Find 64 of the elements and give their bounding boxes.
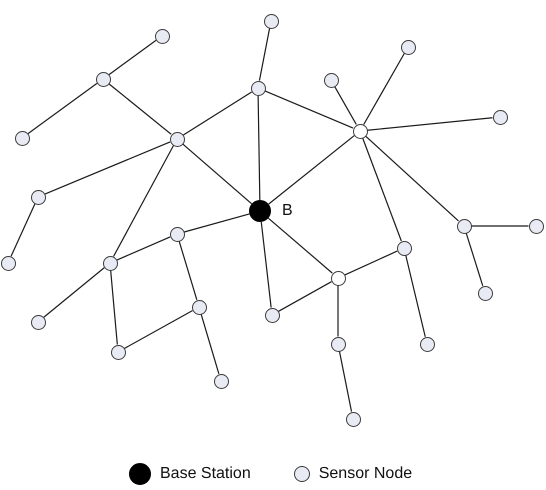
connection-line bbox=[28, 82, 98, 134]
node-label: B bbox=[282, 202, 293, 220]
connection-line bbox=[260, 222, 272, 308]
sensor-node bbox=[492, 110, 508, 124]
sensor-node bbox=[170, 132, 184, 146]
sensor-node bbox=[110, 344, 126, 360]
connection-line bbox=[258, 95, 260, 200]
sensor-node bbox=[170, 226, 184, 242]
connection-line bbox=[268, 135, 355, 205]
connection-line bbox=[466, 232, 484, 286]
sensor-node bbox=[30, 190, 46, 204]
sensor-node bbox=[330, 270, 346, 286]
connection-line bbox=[108, 40, 156, 76]
connection-line bbox=[472, 225, 528, 227]
sensor-node bbox=[96, 72, 110, 86]
connection-line bbox=[405, 255, 426, 337]
sensor-node bbox=[0, 256, 16, 270]
connection-line bbox=[200, 314, 220, 374]
sensor-node bbox=[264, 14, 278, 28]
connection-line bbox=[344, 250, 398, 276]
sensor-node bbox=[478, 286, 492, 300]
sensor-node bbox=[14, 130, 30, 146]
sensor-node bbox=[396, 240, 412, 256]
sensor-node bbox=[420, 336, 434, 352]
connection-line bbox=[362, 138, 402, 242]
connection-line bbox=[110, 270, 118, 345]
connection-line bbox=[43, 267, 105, 318]
connection-line bbox=[116, 236, 170, 261]
base-station-node bbox=[249, 200, 271, 222]
connection-line bbox=[365, 136, 459, 222]
legend-label: Base Station bbox=[160, 465, 251, 483]
connection-line bbox=[363, 53, 405, 125]
sensor-node bbox=[192, 300, 206, 314]
sensor-node bbox=[214, 374, 228, 388]
sensor-node bbox=[400, 40, 416, 54]
sensor-node bbox=[346, 412, 360, 426]
sensor-node bbox=[330, 336, 346, 352]
sensor-node bbox=[264, 308, 280, 322]
connection-line bbox=[334, 86, 357, 125]
connection-line bbox=[108, 83, 172, 135]
sensor-node bbox=[352, 124, 368, 138]
connection-line bbox=[264, 90, 354, 129]
connection-line bbox=[44, 141, 170, 195]
connection-line bbox=[338, 351, 352, 412]
connection-line bbox=[367, 117, 493, 131]
connection-line bbox=[113, 145, 174, 257]
connection-line bbox=[124, 310, 193, 349]
connection-line bbox=[184, 213, 250, 233]
sensor-node bbox=[102, 256, 118, 270]
sensor-node bbox=[456, 218, 472, 234]
connection-line bbox=[268, 218, 333, 274]
sensor-node bbox=[30, 314, 46, 330]
connection-line bbox=[178, 241, 198, 300]
connection-line bbox=[337, 286, 339, 336]
sensor-node bbox=[154, 28, 170, 44]
connection-line bbox=[183, 91, 252, 136]
connection-line bbox=[182, 143, 252, 204]
sensor-node bbox=[528, 218, 544, 234]
sensor-node bbox=[250, 80, 266, 96]
connection-line bbox=[10, 204, 36, 256]
connection-line bbox=[278, 281, 332, 312]
sensor-node bbox=[324, 72, 338, 88]
legend-label: Sensor Node bbox=[318, 465, 412, 483]
connection-line bbox=[258, 28, 270, 81]
